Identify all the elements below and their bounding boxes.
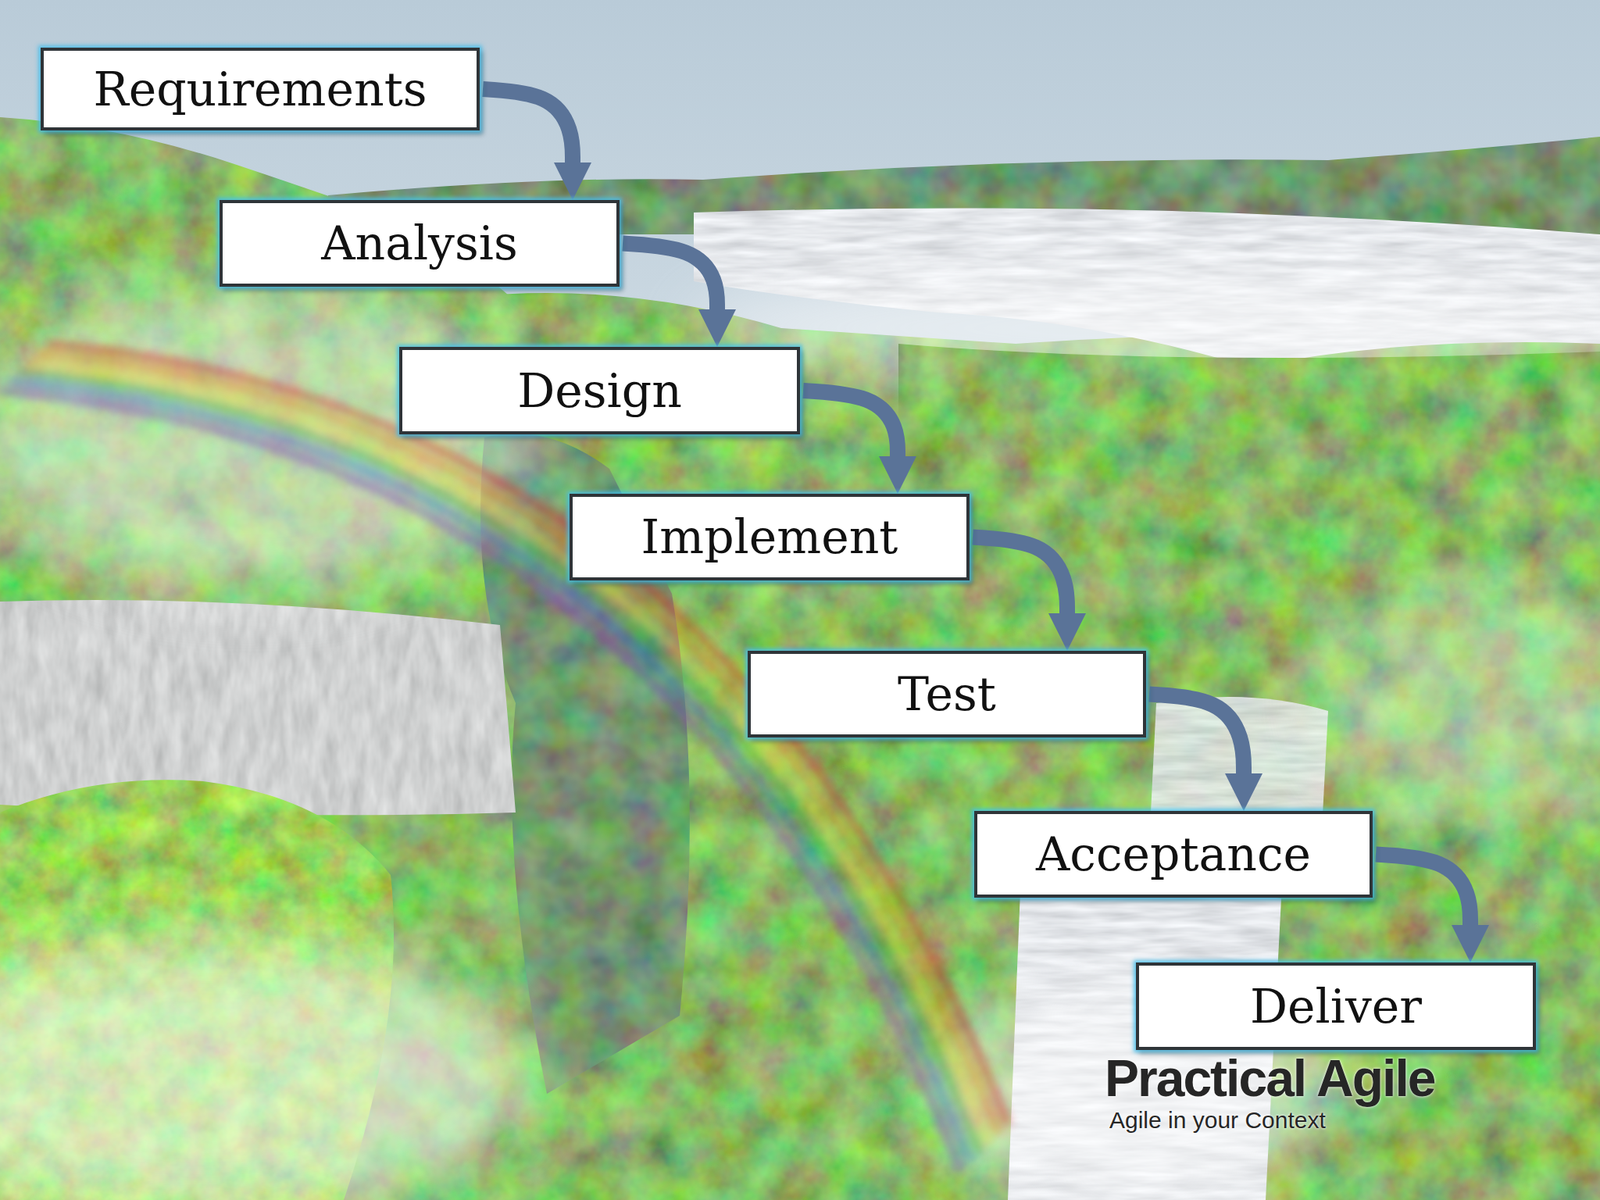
box-label: Implement bbox=[641, 510, 899, 565]
process-box: Acceptance bbox=[974, 810, 1373, 898]
flow-arrow bbox=[482, 89, 573, 163]
watermark: Agile in your Context bbox=[1109, 1107, 1326, 1133]
process-box: Analysis bbox=[219, 200, 620, 287]
box-label: Deliver bbox=[1250, 979, 1422, 1034]
process-box: Test bbox=[747, 650, 1147, 738]
process-box: Deliver bbox=[1135, 962, 1536, 1050]
box-label: Design bbox=[517, 364, 683, 418]
process-box: Requirements bbox=[40, 47, 480, 131]
process-box: Design bbox=[399, 346, 800, 435]
flow-arrow bbox=[622, 243, 718, 311]
flow-arrow bbox=[1375, 854, 1471, 926]
watermark-tagline: Agile in your Context bbox=[1109, 1107, 1326, 1133]
watermark-brand: Practical Agile bbox=[1104, 1051, 1435, 1106]
flow-arrow bbox=[1149, 694, 1244, 775]
watermark: Practical Agile bbox=[1104, 1051, 1435, 1106]
box-label: Test bbox=[897, 667, 997, 722]
box-label: Analysis bbox=[321, 216, 518, 271]
box-label: Acceptance bbox=[1035, 827, 1311, 882]
flow-arrow bbox=[972, 537, 1068, 615]
process-box: Implement bbox=[569, 493, 970, 581]
box-label: Requirements bbox=[92, 62, 427, 117]
flow-arrow bbox=[803, 390, 898, 457]
